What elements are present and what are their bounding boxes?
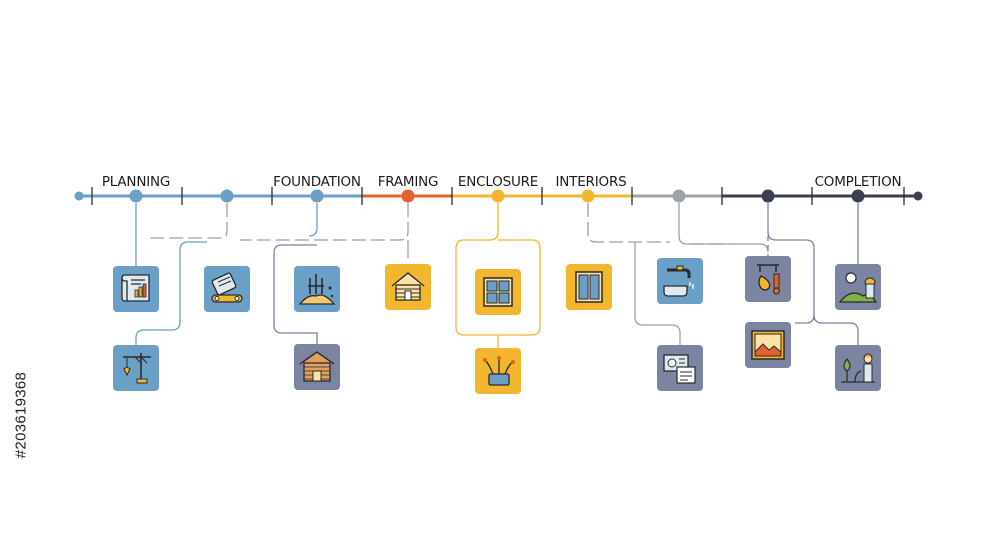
- milestone-dot: [129, 189, 143, 203]
- milestone-dot: [220, 189, 234, 203]
- stage-label-framing: FRAMING: [378, 174, 439, 190]
- stage-label-planning: PLANNING: [102, 174, 170, 190]
- wiring-icon: [475, 348, 521, 394]
- stage-label-completion: COMPLETION: [815, 174, 902, 190]
- milestone-dot: [672, 189, 686, 203]
- milestone-dot: [581, 189, 595, 203]
- milestone-dot: [401, 189, 415, 203]
- connector-lines: [135, 203, 859, 348]
- fire-tools-icon: [745, 256, 791, 302]
- landscaping-icon: [835, 345, 881, 391]
- stage-label-interiors: INTERIORS: [556, 174, 627, 190]
- milestone-dot: [310, 189, 324, 203]
- window-icon: [475, 269, 521, 315]
- blueprint-icon: [113, 266, 159, 312]
- stage-label-foundation: FOUNDATION: [273, 174, 361, 190]
- stage-labels: PLANNING FOUNDATION FRAMING ENCLOSURE IN…: [102, 174, 902, 190]
- painting-icon: [745, 322, 791, 368]
- excavation-icon: [294, 266, 340, 312]
- stock-id-caption: #203619368: [12, 371, 30, 459]
- log-cabin-icon: [385, 264, 431, 310]
- milestone-dot: [851, 189, 865, 203]
- stage-label-enclosure: ENCLOSURE: [458, 174, 538, 190]
- milestone-dot: [491, 189, 505, 203]
- conveyor-icon: [204, 266, 250, 312]
- worker-hill-icon: [835, 264, 881, 310]
- brick-house-icon: [294, 344, 340, 390]
- plumbing-icon: [657, 258, 703, 304]
- milestone-dots: [129, 189, 865, 203]
- crane-icon: [113, 345, 159, 391]
- milestone-dot: [761, 189, 775, 203]
- hvac-icon: [657, 345, 703, 391]
- door-icon: [566, 264, 612, 310]
